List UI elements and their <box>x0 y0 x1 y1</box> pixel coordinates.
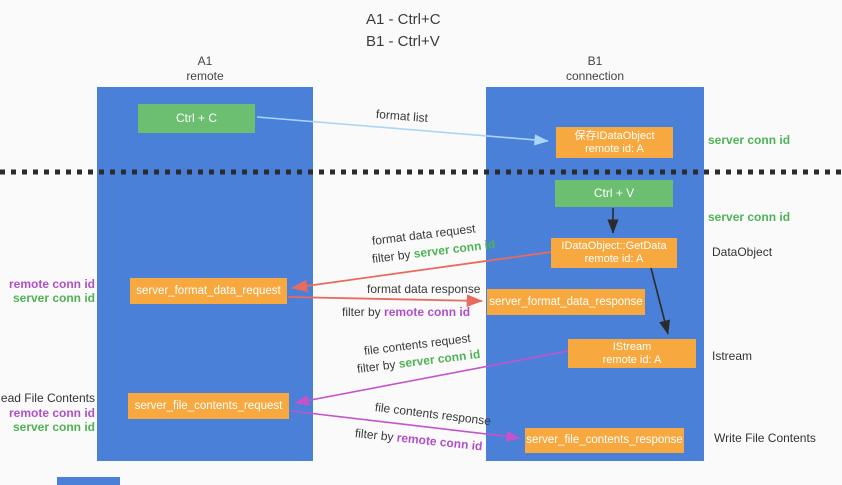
write-file-contents-label: Write File Contents <box>714 431 816 445</box>
filter-by-remote-conn-id-1: filter by remote conn id <box>342 305 470 319</box>
format-list-label: format list <box>375 107 429 126</box>
save-dataobject-node: 保存IDataObject remote id: A <box>556 127 673 158</box>
ctrl-c-key-node: Ctrl + C <box>138 104 255 133</box>
file-request-conn-ids: remote conn id server conn id <box>9 406 95 434</box>
save-dataobject-line1: 保存IDataObject <box>574 129 655 142</box>
ctrl-v-label: Ctrl + V <box>593 186 635 200</box>
server-conn-id-right-1: server conn id <box>708 133 791 147</box>
istream-side-label: Istream <box>712 349 753 363</box>
remote-conn-id-text: remote conn id <box>396 430 484 454</box>
filter-by-text: filter by <box>342 305 381 319</box>
filter-by-text: filter by <box>356 357 397 376</box>
istream-line2: remote id: A <box>602 353 662 366</box>
ctrl-c-label: Ctrl + C <box>175 111 217 125</box>
getdata-line2: remote id: A <box>584 253 644 265</box>
format-request-node: server_format_data_request <box>130 278 287 304</box>
format-response-node: server_format_data_response <box>487 289 645 315</box>
filter-by-text: filter by <box>371 247 412 266</box>
remote-conn-id-left-1: remote conn id <box>8 277 95 291</box>
read-file-contents-label: Read File Contents <box>0 391 95 405</box>
server-conn-id-left-1: server conn id <box>12 291 95 305</box>
istream-node: IStream remote id: A <box>568 339 696 368</box>
diagram-title: A1 - Ctrl+C B1 - Ctrl+V <box>366 9 441 53</box>
title-line-1: A1 - Ctrl+C <box>366 11 441 28</box>
format-data-response-arrow <box>287 294 483 307</box>
taskbar-fragment <box>57 477 120 485</box>
file-request-node: server_file_contents_request <box>128 393 289 419</box>
ctrl-v-key-node: Ctrl + V <box>555 180 673 207</box>
format-response-label: server_format_data_response <box>489 295 643 308</box>
server-conn-id-right-2: server conn id <box>708 210 791 224</box>
format-data-response-label: format data response <box>367 282 481 296</box>
remote-conn-id-left-2: remote conn id <box>8 406 95 420</box>
getdata-line1: IDataObject::GetData <box>561 240 667 252</box>
istream-line1: IStream <box>612 340 652 353</box>
lane-b1-name: B1 <box>587 54 603 68</box>
lane-b1-subtitle: connection <box>565 69 625 83</box>
format-request-conn-ids: remote conn id server conn id <box>9 277 95 305</box>
dataobject-side-label: DataObject <box>712 245 773 259</box>
server-conn-id-left-2: server conn id <box>12 420 95 434</box>
lane-a1-subtitle: remote <box>186 69 224 83</box>
lane-header-a1: A1 remote <box>97 54 313 84</box>
title-line-2: B1 - Ctrl+V <box>366 33 440 50</box>
file-response-node: server_file_contents_response <box>525 428 684 453</box>
save-dataobject-line2: remote id: A <box>585 142 644 155</box>
file-contents-response-label: file contents response <box>374 400 492 429</box>
getdata-node: IDataObject::GetData remote id: A <box>551 238 677 268</box>
filter-by-text: filter by <box>354 426 395 445</box>
remote-conn-id-text: remote conn id <box>384 305 471 319</box>
format-request-label: server_format_data_request <box>136 284 281 297</box>
filter-by-remote-conn-id-2: filter by remote conn id <box>354 426 483 453</box>
file-request-label: server_file_contents_request <box>134 399 283 412</box>
lane-a1-name: A1 <box>197 54 213 68</box>
lane-header-b1: B1 connection <box>486 54 704 84</box>
file-response-label: server_file_contents_response <box>526 434 683 446</box>
